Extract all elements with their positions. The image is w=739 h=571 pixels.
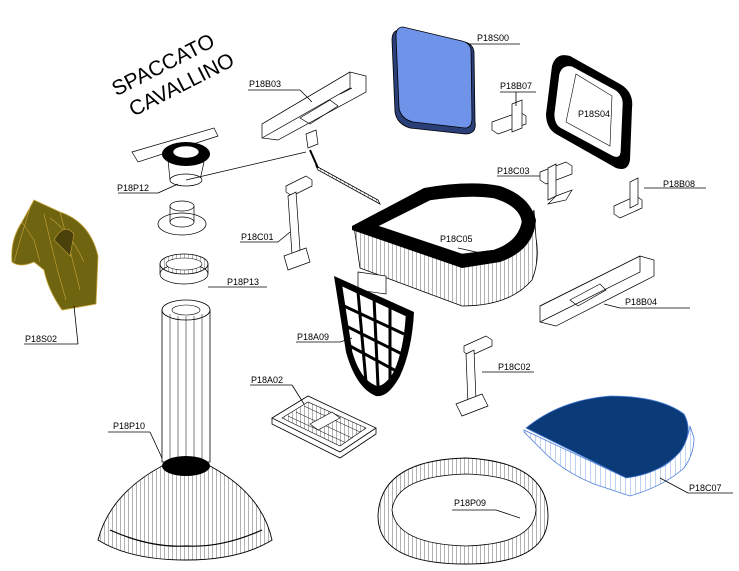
- part-p18b07: P18B07: [491, 81, 536, 135]
- part-p18c07: P18C07: [523, 395, 733, 497]
- part-p18b03: P18B03: [248, 71, 367, 141]
- label-p18p12: P18P12: [117, 183, 149, 193]
- label-p18b03: P18B03: [249, 79, 281, 89]
- label-p18s00: P18S00: [477, 33, 509, 43]
- label-p18s02: P18S02: [25, 334, 57, 344]
- label-p18p10: P18P10: [113, 421, 145, 431]
- p18c07-fill: [525, 395, 689, 479]
- label-p18c01: P18C01: [241, 232, 274, 242]
- part-p18c05: P18C05: [352, 183, 538, 307]
- part-p18s00: P18S00: [391, 26, 520, 135]
- p18s00-fill: [395, 26, 473, 129]
- label-p18b08: P18B08: [663, 179, 695, 189]
- part-p18a02: P18A02: [250, 375, 377, 459]
- part-p18p12: P18P12: [117, 127, 381, 236]
- part-p18s02: P18S02: [11, 199, 99, 345]
- label-p18p13: P18P13: [227, 277, 259, 287]
- part-p18s04: P18S04: [546, 55, 633, 169]
- part-p18b08: P18B08: [613, 177, 706, 219]
- part-p18c02: P18C02: [455, 335, 534, 417]
- label-p18b07: P18B07: [500, 81, 532, 91]
- label-p18p09: P18P09: [454, 498, 486, 508]
- part-p18p10: P18P10: [97, 299, 273, 561]
- label-p18c02: P18C02: [498, 362, 531, 372]
- part-p18b04: P18B04: [539, 255, 690, 327]
- part-p18p09: P18P09: [377, 457, 549, 565]
- label-p18c03: P18C03: [497, 166, 530, 176]
- part-p18c03: P18C03: [497, 161, 573, 205]
- part-p18p13: P18P13: [159, 253, 267, 288]
- label-p18s04: P18S04: [578, 109, 610, 119]
- label-p18c05: P18C05: [440, 234, 473, 244]
- part-p18a09: P18A09: [296, 271, 414, 397]
- label-p18a09: P18A09: [297, 332, 329, 342]
- title-block: SPACCATO CAVALLINO: [108, 29, 238, 121]
- leader-p18c05: [457, 247, 504, 259]
- label-p18a02: P18A02: [251, 375, 283, 385]
- label-p18c07: P18C07: [689, 483, 722, 493]
- part-p18c01: P18C01: [240, 175, 313, 271]
- label-p18b04: P18B04: [625, 297, 657, 307]
